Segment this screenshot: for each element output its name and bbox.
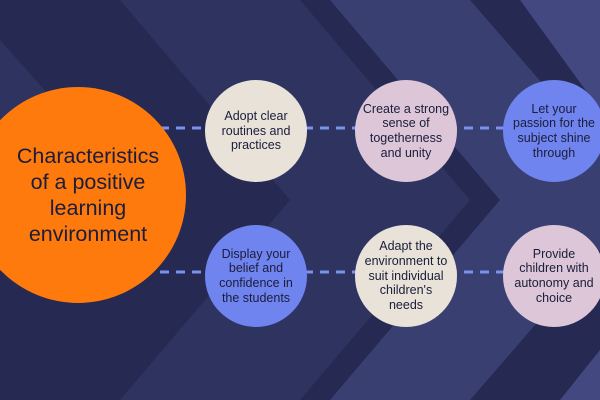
node-passion: Let your passion for the subject shine t… (503, 80, 600, 182)
node-label: Provide children with autonomy and choic… (514, 246, 594, 305)
main-topic-title: Characteristics of a positive learning e… (16, 143, 160, 247)
node-display-belief: Display your belief and confidence in th… (205, 225, 307, 327)
node-autonomy: Provide children with autonomy and choic… (503, 225, 600, 327)
node-label: Create a strong sense of togetherness an… (362, 101, 450, 160)
chevron-shape-corner-bottom (560, 350, 600, 400)
node-label: Adopt clear routines and practices (221, 108, 291, 153)
node-label: Adapt the environment to suit individual… (364, 239, 448, 313)
chevron-shape-corner-top (520, 0, 600, 110)
node-adapt-environment: Adapt the environment to suit individual… (355, 225, 457, 327)
node-togetherness: Create a strong sense of togetherness an… (355, 80, 457, 182)
main-topic-circle: Characteristics of a positive learning e… (0, 87, 186, 303)
node-adopt-routines: Adopt clear routines and practices (205, 80, 307, 182)
node-label: Display your belief and confidence in th… (219, 246, 293, 305)
node-label: Let your passion for the subject shine t… (513, 101, 595, 160)
